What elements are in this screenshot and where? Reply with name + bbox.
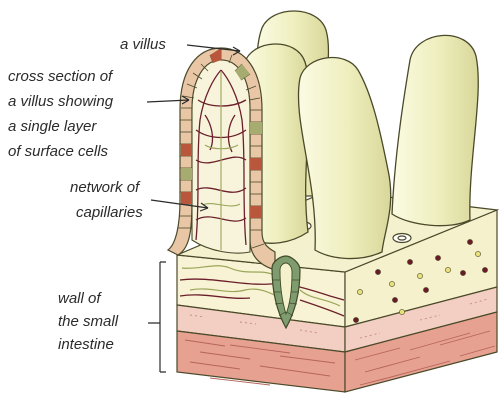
- label-wall-line2: the small: [58, 313, 119, 330]
- label-wall: wall of the small intestine: [58, 262, 166, 372]
- label-cross-section: cross section of a villus showing a sing…: [8, 68, 189, 160]
- label-capillaries-line1: network of: [70, 179, 141, 196]
- label-cross-section-line3: a single layer: [8, 118, 97, 135]
- cross-section-villus: [168, 48, 275, 270]
- label-cross-section-line2: a villus showing: [8, 93, 114, 110]
- villus-back-right: [392, 35, 478, 225]
- label-wall-line3: intestine: [58, 336, 114, 353]
- label-wall-line1: wall of: [58, 290, 102, 307]
- label-cross-section-line4: of surface cells: [8, 143, 109, 160]
- label-capillaries-line2: capillaries: [76, 204, 143, 221]
- label-villus-text: a villus: [120, 36, 166, 53]
- wall-bracket: [148, 262, 166, 372]
- label-cross-section-line1: cross section of: [8, 68, 114, 85]
